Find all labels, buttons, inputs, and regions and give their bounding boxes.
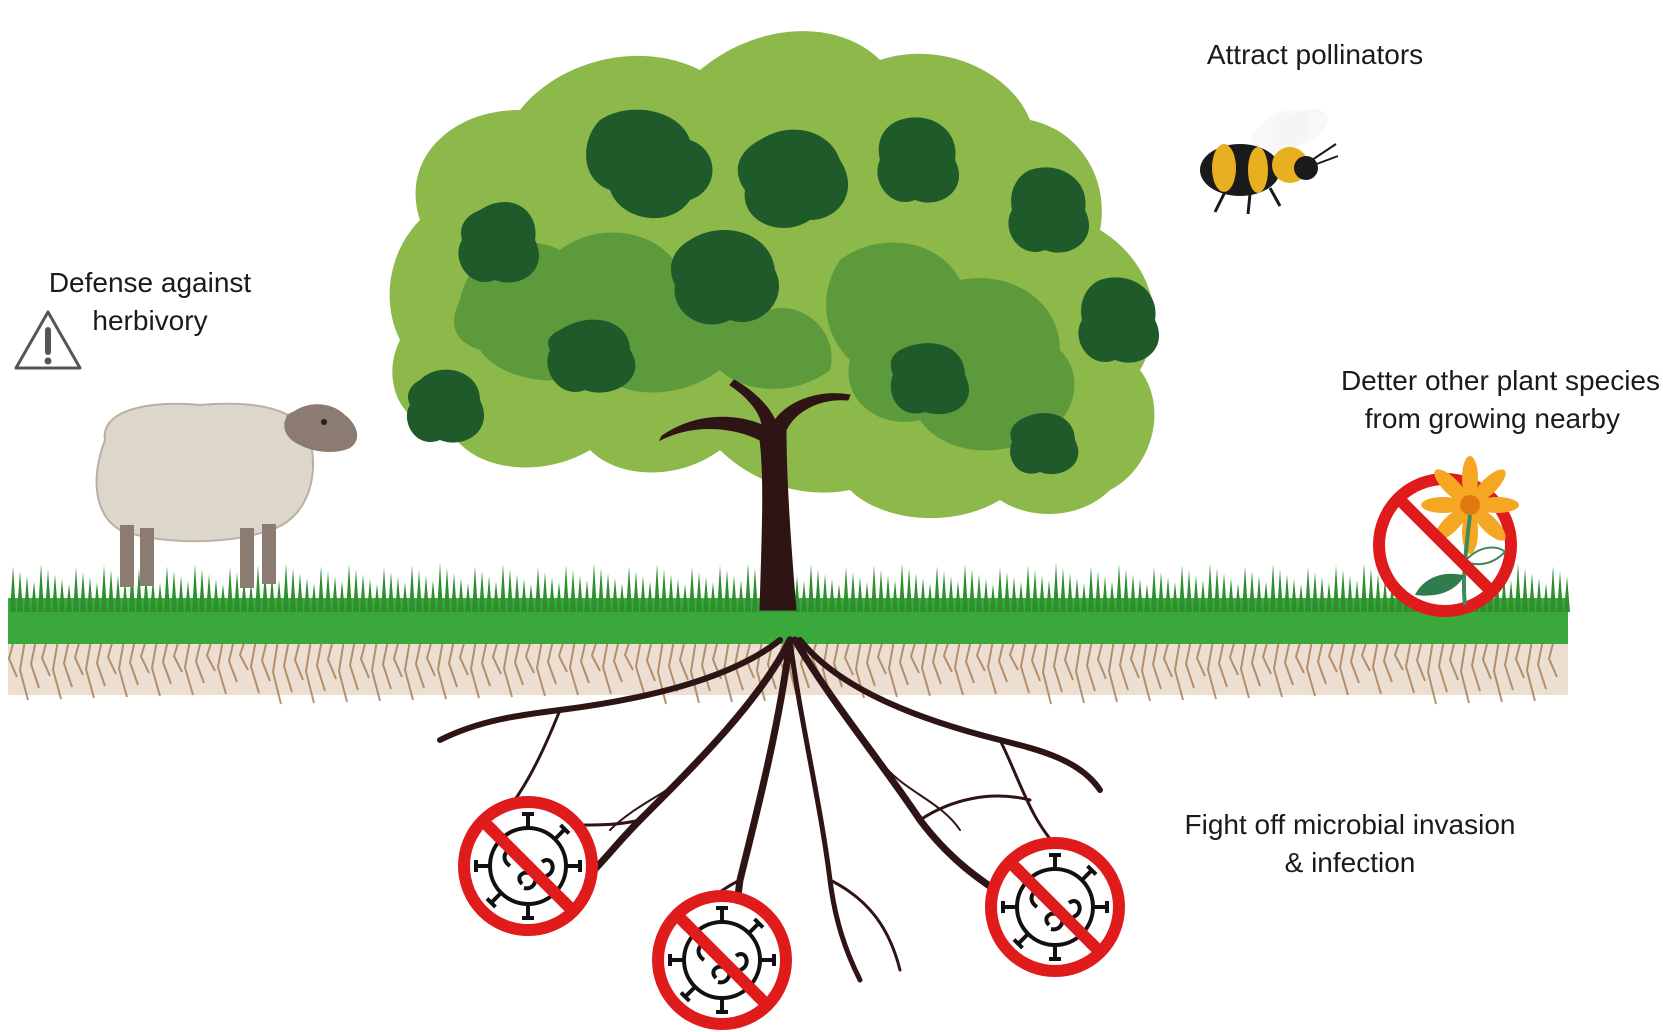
no-microbe-icon: [658, 896, 786, 1024]
herbivory-line-2: herbivory: [30, 302, 270, 340]
microbial-line-2: & infection: [1160, 844, 1540, 882]
no-microbe-icon: [464, 802, 592, 930]
herbivory-line-1: Defense against: [30, 264, 270, 302]
pollinators-label: Attract pollinators: [1180, 36, 1450, 74]
detter-label: Detter other plant species from growing …: [1280, 362, 1660, 438]
pollinators-text: Attract pollinators: [1180, 36, 1450, 74]
no-plant-icon: [1379, 456, 1519, 611]
herbivory-label: Defense against herbivory: [30, 264, 270, 340]
detter-line-2: from growing nearby: [1280, 400, 1660, 438]
microbial-line-1: Fight off microbial invasion: [1160, 806, 1540, 844]
microbial-label: Fight off microbial invasion & infection: [1160, 806, 1540, 882]
sheep-icon: [97, 404, 358, 588]
detter-line-1: Detter other plant species: [1280, 362, 1660, 400]
bee-icon: [1200, 99, 1338, 214]
no-microbe-icon: [991, 843, 1119, 971]
